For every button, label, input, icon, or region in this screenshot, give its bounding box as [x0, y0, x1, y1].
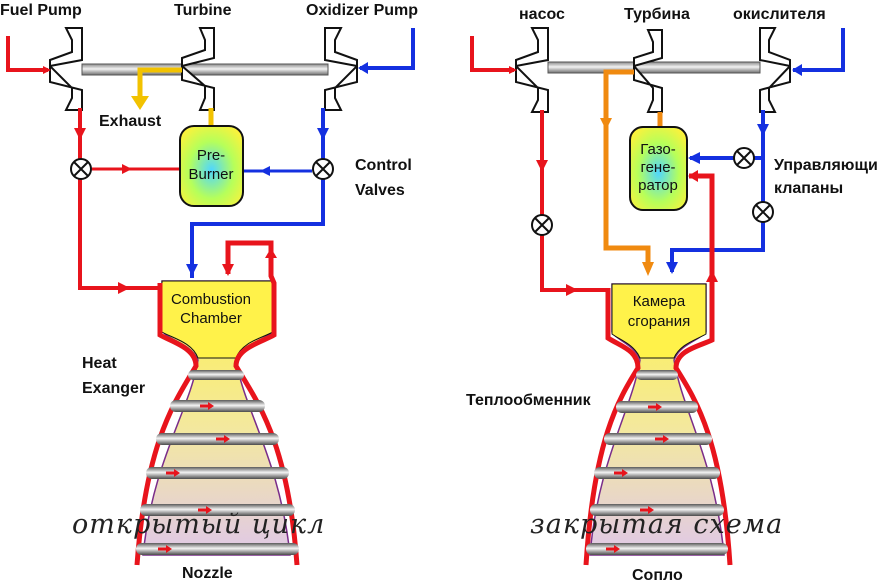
- closed-cycle-panel: Газо- гене- ратор Камера сгорания насос: [466, 6, 878, 580]
- fuel-inlet-line-right: [470, 36, 517, 74]
- chamber-label-2: Chamber: [180, 310, 242, 327]
- gasgen-label-3: ратор: [638, 177, 678, 194]
- turbopump-shaft: [81, 63, 329, 76]
- cooling-rings: [136, 370, 299, 555]
- fuel-inlet-line: [6, 36, 51, 74]
- oxidizer-pump-icon-right: [759, 27, 791, 113]
- handwritten-open-cycle: открытый цикл: [72, 509, 325, 540]
- oxidizer-pump-label: Oxidizer Pump: [306, 2, 418, 19]
- chamber-label-right-1: Камера: [633, 293, 686, 310]
- nozzle-label: Nozzle: [182, 565, 233, 580]
- cooling-rings-right: [586, 370, 728, 555]
- preburner-label-1: Pre-: [197, 147, 225, 164]
- fuel-main-line: [78, 108, 160, 290]
- heat-exchanger-label-1: Heat: [82, 355, 117, 372]
- open-cycle-panel: Pre- Burner Combustion Chamber Fuel Pu: [0, 2, 418, 580]
- control-valves-label-2: Valves: [355, 182, 405, 199]
- preburner-label-2: Burner: [188, 166, 233, 183]
- exhaust-line: [137, 67, 182, 98]
- pump-label: насос: [519, 6, 565, 23]
- control-valves-label-right-1: Управляющи: [774, 157, 878, 174]
- nozzle-body-right: [589, 283, 725, 556]
- chamber-label-1: Combustion: [171, 291, 251, 308]
- gas-generator: [629, 126, 688, 211]
- oxidizer-inlet-line: [360, 28, 415, 70]
- turbine-label-right: Турбина: [624, 6, 690, 23]
- pump-icon: [515, 27, 549, 113]
- exhaust-arrow: [131, 96, 149, 110]
- heat-exchanger-label-2: Exanger: [82, 380, 145, 397]
- turbine-label: Turbine: [174, 2, 232, 19]
- oxidizer-inlet-line-right: [793, 28, 845, 72]
- regenerative-cooling-line-left-right: [583, 288, 641, 566]
- exhaust-label: Exhaust: [99, 113, 162, 130]
- fuel-pump-icon: [49, 27, 83, 111]
- preburner: [179, 125, 244, 207]
- turbine-icon-right: [633, 29, 663, 113]
- turbine-icon: [181, 27, 215, 111]
- chamber-label-right-2: сгорания: [628, 313, 690, 330]
- fuel-pump-label: Fuel Pump: [0, 2, 82, 19]
- control-valves-label-right-2: клапаны: [774, 180, 843, 197]
- handwritten-closed-cycle: закрытая схема: [530, 509, 783, 540]
- oxidizer-label-right: окислителя: [733, 6, 826, 23]
- nozzle-label-right: Сопло: [632, 567, 683, 580]
- heat-exchanger-label-right: Теплообменник: [466, 392, 592, 409]
- oxidizer-pump-icon: [324, 27, 358, 111]
- oxidizer-main-line-right: [670, 110, 765, 272]
- fuel-main-line-right: [540, 110, 608, 292]
- turbopump-shaft-right: [547, 61, 761, 74]
- combustion-chamber-right: [611, 283, 707, 359]
- control-valves-label-1: Control: [355, 157, 412, 174]
- turbine-exhaust-line: [603, 69, 651, 270]
- gasgen-label-2: гене-: [640, 159, 675, 176]
- gasgen-label-1: Газо-: [640, 141, 676, 158]
- regenerative-cooling-line-right-right: [673, 173, 733, 566]
- regenerative-cooling-line-left: [134, 283, 199, 566]
